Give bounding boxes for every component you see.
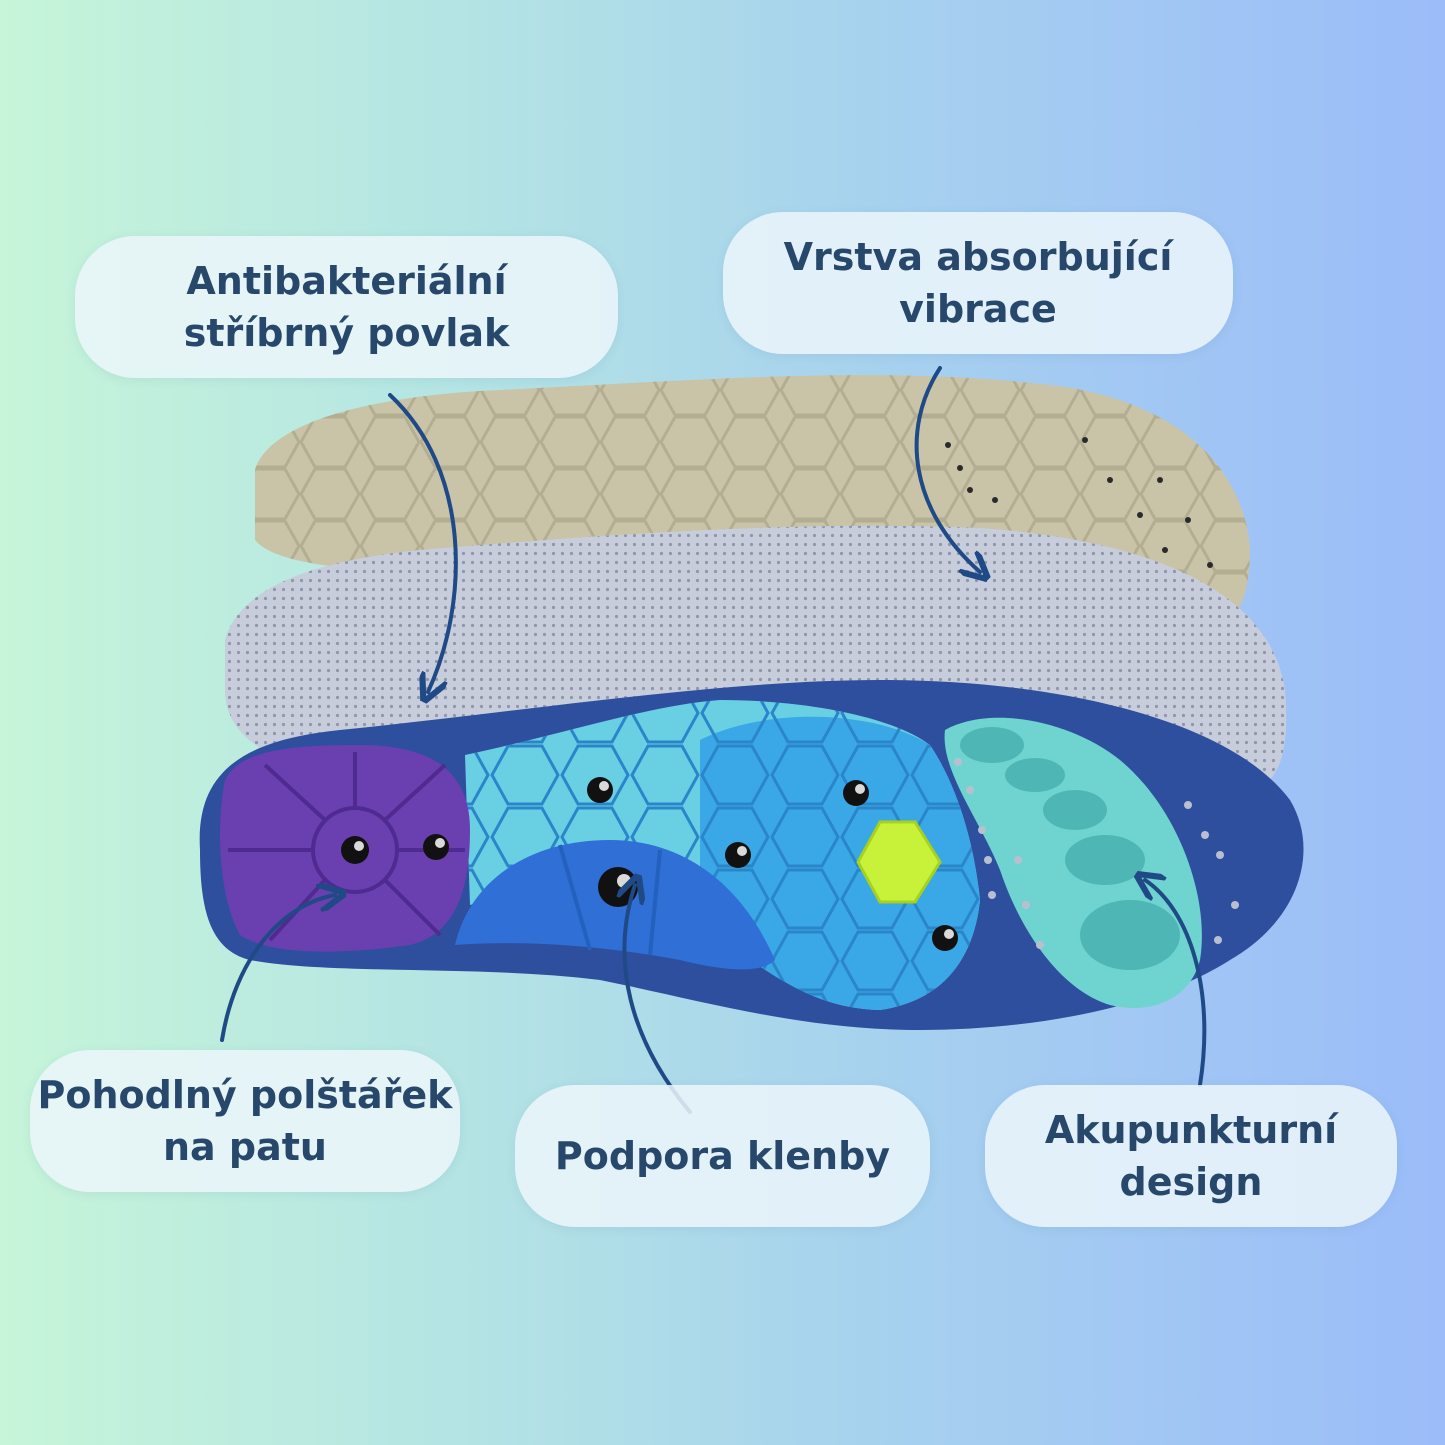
- center-node: [856, 820, 942, 904]
- callout-arch-line1: Podpora klenby: [554, 1134, 891, 1178]
- callout-heel-line2: na patu: [162, 1125, 327, 1169]
- callout-vibration-line1: Vrstva absorbující: [783, 235, 1173, 279]
- callout-heel: Pohodlný polštářek na patu: [30, 1050, 460, 1192]
- callout-arch: Podpora klenby: [515, 1085, 930, 1227]
- toe-pad: [944, 717, 1202, 1008]
- acupuncture-dots: [954, 758, 1239, 949]
- callout-acupuncture: Akupunkturní design: [985, 1085, 1397, 1227]
- callout-heel-line1: Pohodlný polštářek: [37, 1073, 453, 1117]
- callout-vibration: Vrstva absorbující vibrace: [723, 212, 1233, 354]
- arrow-icon: [220, 366, 1207, 1114]
- callout-acupuncture-line2: design: [1119, 1160, 1263, 1204]
- callout-antibacterial-line1: Antibakteriální: [186, 259, 507, 303]
- callout-acupuncture-line1: Akupunkturní: [1044, 1108, 1338, 1152]
- callout-antibacterial-line2: stříbrný povlak: [183, 311, 510, 355]
- callout-antibacterial: Antibakteriální stříbrný povlak: [75, 236, 618, 378]
- callout-vibration-line2: vibrace: [899, 287, 1057, 331]
